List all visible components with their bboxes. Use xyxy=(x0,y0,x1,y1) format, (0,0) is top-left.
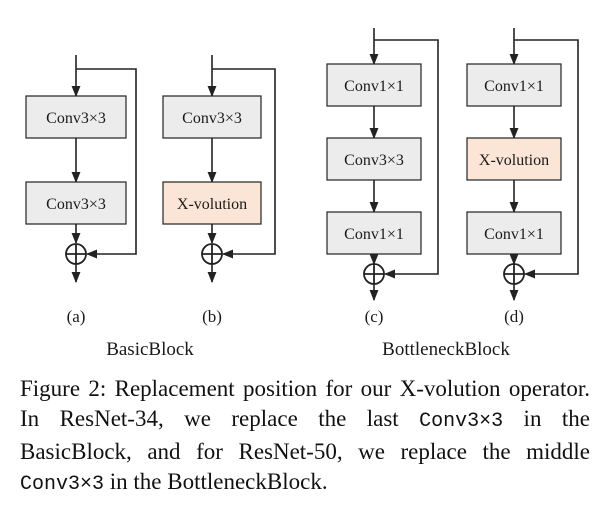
box-label-a1: Conv3×3 xyxy=(46,110,106,127)
diagram-label-a: (a) xyxy=(67,307,86,326)
box-label-d2: X-volution xyxy=(479,152,549,169)
diagram-label-b: (b) xyxy=(202,307,222,326)
box-label-b2: X-volution xyxy=(177,196,247,213)
diagram-b: Conv3×3 X-volution (b) xyxy=(162,55,276,326)
skip-connection xyxy=(76,68,137,259)
group-label-basicblock: BasicBlock xyxy=(106,339,194,360)
box-label-c3: Conv1×1 xyxy=(344,226,404,243)
box-label-b1: Conv3×3 xyxy=(182,110,242,127)
skip-connection xyxy=(374,39,439,279)
conv-box-d1 xyxy=(466,63,562,107)
figure-caption: Figure 2: Replacement position for our X… xyxy=(20,374,590,500)
conv-box-c1 xyxy=(326,63,422,107)
diagram-d: Conv1×1 X-volution Conv1×1 (d) xyxy=(466,28,579,326)
diagram-label-c: (c) xyxy=(365,307,384,326)
box-label-c1: Conv1×1 xyxy=(344,78,404,95)
diagram-a: Conv3×3 Conv3×3 (a) xyxy=(25,55,137,326)
add-icon xyxy=(65,243,87,265)
conv-box-c3 xyxy=(326,211,422,255)
conv-box-c2 xyxy=(326,137,422,181)
group-label-bottleneckblock: BottleneckBlock xyxy=(382,339,510,360)
skip-connection xyxy=(212,68,276,259)
residual-block-diagrams: Conv3×3 Conv3×3 (a) Conv3×3 X-volution (… xyxy=(25,28,579,360)
box-label-a2: Conv3×3 xyxy=(46,196,106,213)
caption-text-2: in the BasicBlock, and for ResNet-50, we… xyxy=(20,406,590,464)
diagram-label-d: (d) xyxy=(504,307,524,326)
caption-text-1: Figure 2: Replacement position for our X… xyxy=(20,376,590,431)
conv-box-b1 xyxy=(162,95,262,139)
add-icon xyxy=(363,263,385,285)
add-icon xyxy=(201,243,223,265)
conv-box-a2 xyxy=(25,181,127,225)
box-label-d1: Conv1×1 xyxy=(484,78,544,95)
box-label-c2: Conv3×3 xyxy=(344,152,404,169)
diagram-c: Conv1×1 Conv3×3 Conv1×1 (c) xyxy=(326,28,439,326)
conv-box-d3 xyxy=(466,211,562,255)
skip-connection xyxy=(514,39,579,279)
add-icon xyxy=(503,263,525,285)
caption-code-2: Conv3×3 xyxy=(20,473,105,496)
box-label-d3: Conv1×1 xyxy=(484,226,544,243)
caption-text-3: in the BottleneckBlock. xyxy=(104,469,328,494)
xvolution-box-d2 xyxy=(466,137,562,181)
caption-code-1: Conv3×3 xyxy=(419,410,504,433)
xvolution-box-b2 xyxy=(162,181,262,225)
